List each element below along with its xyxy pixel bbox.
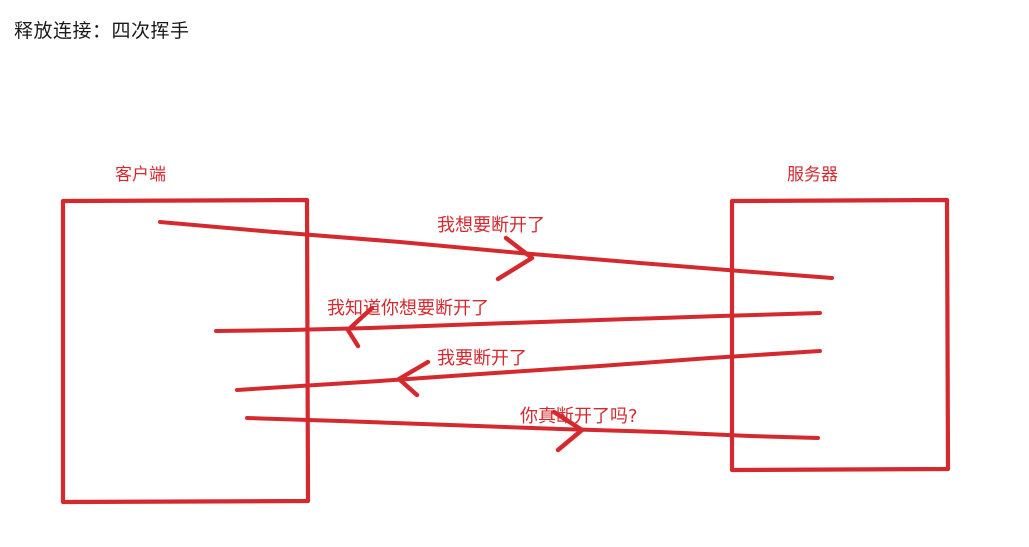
message-label-fin-1: 我想要断开了: [437, 215, 545, 236]
server-box: [729, 197, 951, 473]
message-line-ack-1: [214, 311, 822, 333]
message-arrowhead-fin-2: [396, 359, 431, 398]
message-label-ack-1: 我知道你想要断开了: [327, 298, 489, 319]
message-label-fin-2: 我要断开了: [437, 348, 527, 369]
client-label: 客户端: [115, 165, 166, 185]
message-arrowhead-fin-1: [495, 235, 535, 282]
message-arrowhead-ack-1: [345, 305, 375, 349]
message-line-fin-1: [158, 220, 834, 280]
client-box: [60, 197, 311, 505]
page-title: 释放连接：四次挥手: [14, 20, 190, 42]
message-arrowhead-ack-2: [551, 409, 585, 453]
message-line-fin-2: [235, 349, 822, 392]
server-label: 服务器: [787, 165, 838, 185]
message-line-ack-2: [245, 416, 820, 440]
message-label-ack-2: 你真断开了吗?: [520, 406, 638, 427]
